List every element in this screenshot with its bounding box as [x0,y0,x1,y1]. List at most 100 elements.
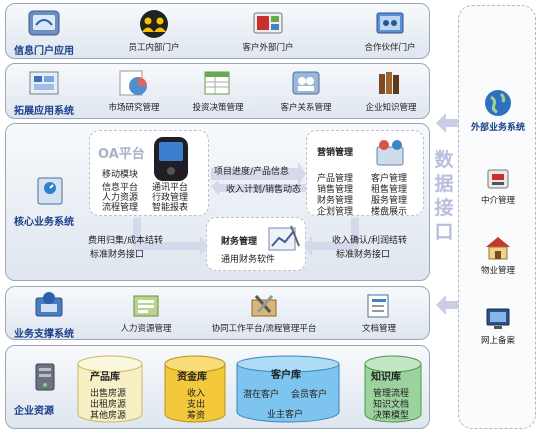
knowledge-mgmt-label: 企业知识管理 [365,103,417,113]
knowledge-store-title: 知识库 [371,372,401,383]
customer-portal[interactable]: 客户外部门户 [223,9,313,53]
knowledge-store-line-2: 决策模型 [373,411,410,421]
core-layer-label: 核心业务系统 [14,217,74,228]
fund-store-title: 资金库 [177,372,207,383]
flow-label-income-plan: 收入计划/销售动态 [226,185,302,195]
employees-icon [140,10,168,38]
books-icon [379,72,399,94]
knowledge-mgmt-item[interactable]: 企业知识管理 [346,69,436,113]
sales-item-finance: 财务管理 [317,196,354,206]
collab-platform-item[interactable]: 协同工作平台/流程管理平台 [199,292,329,334]
sales-item-product: 产品管理 [317,174,354,184]
fund-store[interactable]: 资金库 收入 支出 筹资 [161,354,229,424]
sales-mgmt-box[interactable]: 营销管理 产品管理 销售管理 财务管理 企划管理 客户管理 租售管理 服务管理 … [306,130,424,217]
doc-mgmt-item[interactable]: 文档管理 [334,292,424,334]
crm-item[interactable]: 客户关系管理 [261,69,351,113]
resource-layer-label: 企业资源 [14,406,54,417]
finance-mgmt-title: 财务管理 [221,237,258,247]
oa-line-comm: 通讯平台 [152,183,189,193]
interface-arrows [436,113,458,315]
fund-store-cylinder [164,355,226,423]
support-layer-label: 业务支撑系统 [14,329,74,340]
partner-portal-label: 合作伙伴门户 [364,43,416,53]
employee-portal[interactable]: 员工内部门户 [109,9,199,53]
property-mgmt-item[interactable]: 物业管理 [459,234,537,276]
globe-icon [485,90,511,116]
core-flow-arrows [126,162,366,256]
knowledge-store[interactable]: 知识库 管理流程 知识文档 决策模型 [361,354,425,424]
knowledge-store-cylinder [364,355,422,423]
document-icon [367,294,389,318]
oa-platform-title: OA平台 [98,147,145,162]
server-icon [35,363,55,391]
fund-store-line-0: 收入 [187,389,206,399]
knowledge-store-line-1: 知识文档 [373,400,410,410]
flow-label-project: 项目进度/产品信息 [214,167,290,177]
partner-portal-icon [376,12,404,34]
flow-label-std-if-left: 标准财务接口 [90,250,145,260]
hr-icon [133,295,159,317]
fund-store-line-1: 支出 [187,400,206,410]
sales-item-sales: 销售管理 [317,185,354,195]
agency-mgmt-item[interactable]: 中介管理 [459,166,537,206]
extension-app-icon [29,71,59,95]
crm-icon [292,71,320,95]
flow-label-std-if-right: 标准财务接口 [336,250,391,260]
customer-store-line-0: 潜在客户 [243,390,280,400]
hr-mgmt-item[interactable]: 人力资源管理 [101,292,191,334]
support-layer: 业务支撑系统 人力资源管理 协同工作平台/流程管理平台 文档管理 [5,286,430,340]
hr-mgmt-label: 人力资源管理 [120,324,172,334]
resource-layer: 企业资源 产品库 出售房源 出租房源 其他房源 资金库 收入 支出 筹资 客户库… [5,345,430,429]
customer-store[interactable]: 客户库 潜在客户 会员客户 业主客户 [233,354,343,424]
spreadsheet-icon [204,71,230,95]
external-systems-header: 外部业务系统 [459,88,537,133]
doc-mgmt-label: 文档管理 [361,324,396,334]
collab-platform-label: 协同工作平台/流程管理平台 [211,324,317,334]
support-system-icon [35,292,63,317]
customer-store-line-1: 会员客户 [291,390,328,400]
knowledge-store-line-0: 管理流程 [373,389,410,399]
product-store-line-1: 出租房源 [90,400,127,410]
mobile-phone-icon [154,137,188,181]
employee-portal-label: 员工内部门户 [128,43,180,53]
sales-item-rental: 租售管理 [371,185,408,195]
agency-mgmt-label: 中介管理 [480,196,515,206]
data-interface-label: 数据接口 [434,149,454,243]
investment-decision-item[interactable]: 投资决策管理 [173,69,263,113]
partner-portal[interactable]: 合作伙伴门户 [345,9,435,53]
sales-item-customer: 客户管理 [371,174,408,184]
customer-portal-label: 客户外部门户 [242,43,294,53]
extension-layer: 拓展应用系统 市场研究管理 投资决策管理 客户关系管理 企业知 [5,63,430,119]
crm-label: 客户关系管理 [280,103,332,113]
extension-layer-label: 拓展应用系统 [14,106,74,117]
flow-label-cost: 费用归集/成本结转 [88,236,164,246]
online-filing-item[interactable]: 网上备案 [459,306,537,346]
external-systems-title: 外部业务系统 [470,123,525,133]
sales-item-showcase: 楼盘展示 [371,207,408,217]
customer-store-cylinder [236,355,340,423]
market-research-item[interactable]: 市场研究管理 [89,69,179,113]
customer-store-line-2: 业主客户 [267,410,304,420]
fund-store-line-2: 筹资 [187,411,206,421]
online-filing-label: 网上备案 [480,336,515,346]
tools-icon [251,295,277,317]
oa-platform-box[interactable]: OA平台 移动模块 信息平台 人力资源 流程管理 通讯平台 行政管理 智能报表 [89,130,209,216]
product-store-title: 产品库 [90,372,120,383]
oa-line-mobile: 移动模块 [102,170,139,180]
finance-mgmt-box[interactable]: 财务管理 通用财务软件 [206,217,306,271]
core-system-icon [37,177,63,205]
filing-screen-icon [486,308,510,329]
oa-line-report: 智能报表 [152,203,189,213]
product-store-line-2: 其他房源 [90,411,127,421]
product-store[interactable]: 产品库 出售房源 出租房源 其他房源 [74,354,146,424]
house-icon [486,237,510,260]
sales-mgmt-title: 营销管理 [317,148,354,158]
oa-line-admin: 行政管理 [152,193,189,203]
portal-layer: 信息门户应用 员工内部门户 客户外部门户 合作伙伴门户 [5,3,430,59]
core-layer: 核心业务系统 OA平台 移动模块 信息平台 人力资源 流程管理 通讯平台 行政管… [5,123,430,281]
sales-item-planning: 企划管理 [317,207,354,217]
product-store-cylinder [77,355,143,423]
flow-label-revenue: 收入确认/利润结转 [332,236,408,246]
external-systems-panel: 外部业务系统 中介管理 物业管理 网上备案 [458,5,536,429]
sales-people-icon [376,140,404,166]
